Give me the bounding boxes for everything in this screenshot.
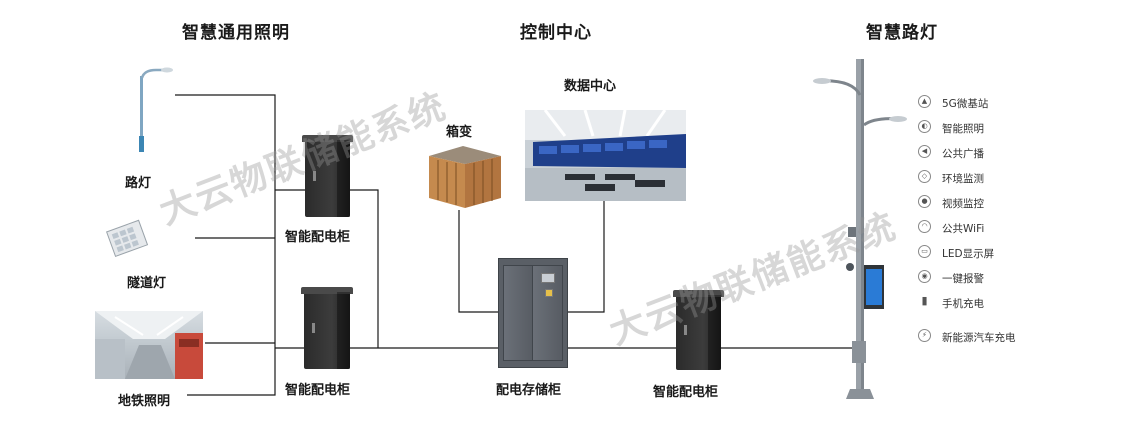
data-center-label: 数据中心 <box>564 79 617 94</box>
storage-cabinet-label: 配电存储柜 <box>496 383 562 398</box>
substation-label: 箱变 <box>446 125 473 140</box>
alarm-icon: ◉ <box>918 270 931 283</box>
line-datacenter <box>568 200 605 313</box>
speaker-icon: ◀ <box>918 145 931 158</box>
line-substation <box>458 210 498 313</box>
ev-charger-icon: ⚡ <box>918 329 931 342</box>
display-icon: ▭ <box>918 245 931 258</box>
wifi-icon: ◠ <box>918 220 931 233</box>
smart-cabinet-top-label: 智能配电柜 <box>285 230 351 245</box>
environment-icon: ◇ <box>918 170 931 183</box>
smart-cabinet-right-image <box>673 290 724 370</box>
smart-cabinet-bottom-image <box>301 287 353 369</box>
smart-pole-image <box>813 59 907 399</box>
storage-cabinet-image <box>498 258 568 368</box>
section-title-control-center: 控制中心 <box>520 23 592 43</box>
antenna-icon: ▲ <box>918 95 931 108</box>
light-icon: ◐ <box>918 120 931 133</box>
substation-image <box>429 146 501 208</box>
smart-cabinet-bottom-label: 智能配电柜 <box>285 383 351 398</box>
section-title-general-lighting: 智慧通用照明 <box>182 23 290 43</box>
data-center-photo <box>525 110 686 201</box>
subway-lighting-label: 地铁照明 <box>118 394 171 409</box>
smart-cabinet-top-image <box>302 135 353 217</box>
camera-icon: ● <box>918 195 931 208</box>
tunnel-light-label: 隧道灯 <box>127 276 167 291</box>
tunnel-light-icon <box>105 219 149 258</box>
section-title-smart-streetlight: 智慧路灯 <box>866 23 938 43</box>
line-streetlight <box>175 94 276 396</box>
smart-cabinet-right-label: 智能配电柜 <box>653 385 719 400</box>
street-light-label: 路灯 <box>125 176 152 191</box>
subway-lighting-photo <box>95 311 203 379</box>
street-light-icon <box>139 67 173 152</box>
charger-icon: ▮ <box>918 295 931 308</box>
